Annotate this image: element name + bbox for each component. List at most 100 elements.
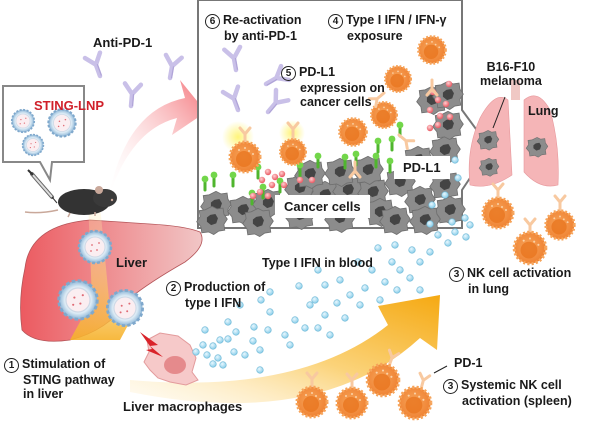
melanoma-label: B16-F10 melanoma xyxy=(480,60,542,88)
lnp-particle xyxy=(106,289,144,327)
ifn-dot xyxy=(393,286,401,294)
lightning-icon xyxy=(140,332,163,357)
step-number: 6 xyxy=(205,14,220,29)
ifn-dot xyxy=(214,354,222,362)
ifn-dot xyxy=(416,258,424,266)
type1-ifn-blood-label: Type I IFN in blood xyxy=(262,256,373,270)
ifn-dot xyxy=(216,336,224,344)
sting-lnp-callout xyxy=(2,85,85,184)
ifn-dot xyxy=(203,351,211,359)
metastasis xyxy=(476,130,500,151)
ifn-dot xyxy=(236,301,244,309)
ifn-gamma-dot xyxy=(280,181,288,189)
ifn-dot xyxy=(444,239,452,247)
melanoma-pointer xyxy=(492,96,506,129)
ifn-dot xyxy=(209,360,217,368)
ifn-dot xyxy=(306,301,314,309)
ifn-gamma-dot xyxy=(268,181,276,189)
ifn-gamma-dot xyxy=(442,100,450,108)
lnp-particle xyxy=(57,279,99,321)
ifn-dot xyxy=(321,311,329,319)
ifn-dot xyxy=(286,341,294,349)
ifn-dot xyxy=(224,335,232,343)
ifn-dot xyxy=(333,299,341,307)
ifn-dot xyxy=(241,351,249,359)
ifn-gamma-dot xyxy=(296,176,304,184)
ifn-dot xyxy=(361,284,369,292)
ifn-dot xyxy=(408,246,416,254)
metastasis xyxy=(525,137,549,158)
ifn-dot xyxy=(426,248,434,256)
ifn-dot xyxy=(346,291,354,299)
ifn-dot xyxy=(314,324,322,332)
ifn-dot xyxy=(461,214,469,222)
ifn-dot xyxy=(381,278,389,286)
ifn-dot xyxy=(219,361,227,369)
pd1-label: PD-1 xyxy=(454,356,483,370)
injection-arrow xyxy=(108,80,206,200)
ifn-dot xyxy=(354,258,362,266)
cancer-cell xyxy=(324,157,356,187)
ifn-gamma-dot xyxy=(426,124,434,132)
ifn-gamma-dot xyxy=(436,112,444,120)
ifn-dot xyxy=(341,314,349,322)
cancer-cell xyxy=(242,207,274,237)
ifn-dot xyxy=(311,296,319,304)
ifn-dot xyxy=(266,308,274,316)
ifn-dot xyxy=(232,328,240,336)
ifn-dot xyxy=(321,281,329,289)
ifn-dot xyxy=(224,318,232,326)
anti-pd1-label: Anti-PD-1 xyxy=(93,35,153,50)
nk-cells-lung xyxy=(481,182,576,266)
lung xyxy=(468,80,559,187)
ifn-dot xyxy=(209,342,217,350)
ifn-gamma-dot xyxy=(264,168,272,176)
ifn-dot xyxy=(451,228,459,236)
antibody-icon xyxy=(162,55,182,79)
ifn-dot xyxy=(462,233,470,241)
ifn-gamma-dot xyxy=(434,96,442,104)
step-number: 5 xyxy=(281,66,296,81)
ifn-dot xyxy=(441,191,449,199)
step-number: 2 xyxy=(166,281,181,296)
ifn-dot xyxy=(391,241,399,249)
pd1-pointer xyxy=(433,365,448,374)
ifn-dot xyxy=(192,348,200,356)
ifn-dot xyxy=(451,156,459,164)
cancer-cell xyxy=(196,205,228,235)
ifn-dot xyxy=(266,288,274,296)
ifn-dot xyxy=(301,324,309,332)
syringe-icon xyxy=(27,169,58,204)
ifn-dot xyxy=(256,366,264,374)
ifn-dot xyxy=(281,331,289,339)
ifn-dot xyxy=(454,174,462,182)
ifn-dot xyxy=(388,258,396,266)
ifn-dot xyxy=(416,286,424,294)
ifn-dot xyxy=(257,296,265,304)
ifn-gamma-dot xyxy=(278,170,286,178)
ifn-gamma-dot xyxy=(308,176,316,184)
liver xyxy=(20,200,203,342)
ifn-gamma-dot xyxy=(446,113,454,121)
lnp-particle xyxy=(77,229,113,265)
sting-lnp-label: STING-LNP xyxy=(34,98,105,113)
ifn-dot xyxy=(256,346,264,354)
ifn-dot xyxy=(201,326,209,334)
ifn-dot xyxy=(314,266,322,274)
ifn-gamma-dot xyxy=(434,121,442,129)
step-number: 1 xyxy=(4,358,19,373)
pd-l1-label: PD-L1 xyxy=(394,156,450,179)
ifn-dot xyxy=(368,266,376,274)
liver-macrophage xyxy=(140,332,199,386)
ifn-dot xyxy=(448,218,456,226)
cancer-cells-label: Cancer cells xyxy=(275,195,370,218)
ifn-gamma-dot xyxy=(258,176,266,184)
ifn-dot xyxy=(291,316,299,324)
ifn-gamma-dot xyxy=(445,80,453,88)
